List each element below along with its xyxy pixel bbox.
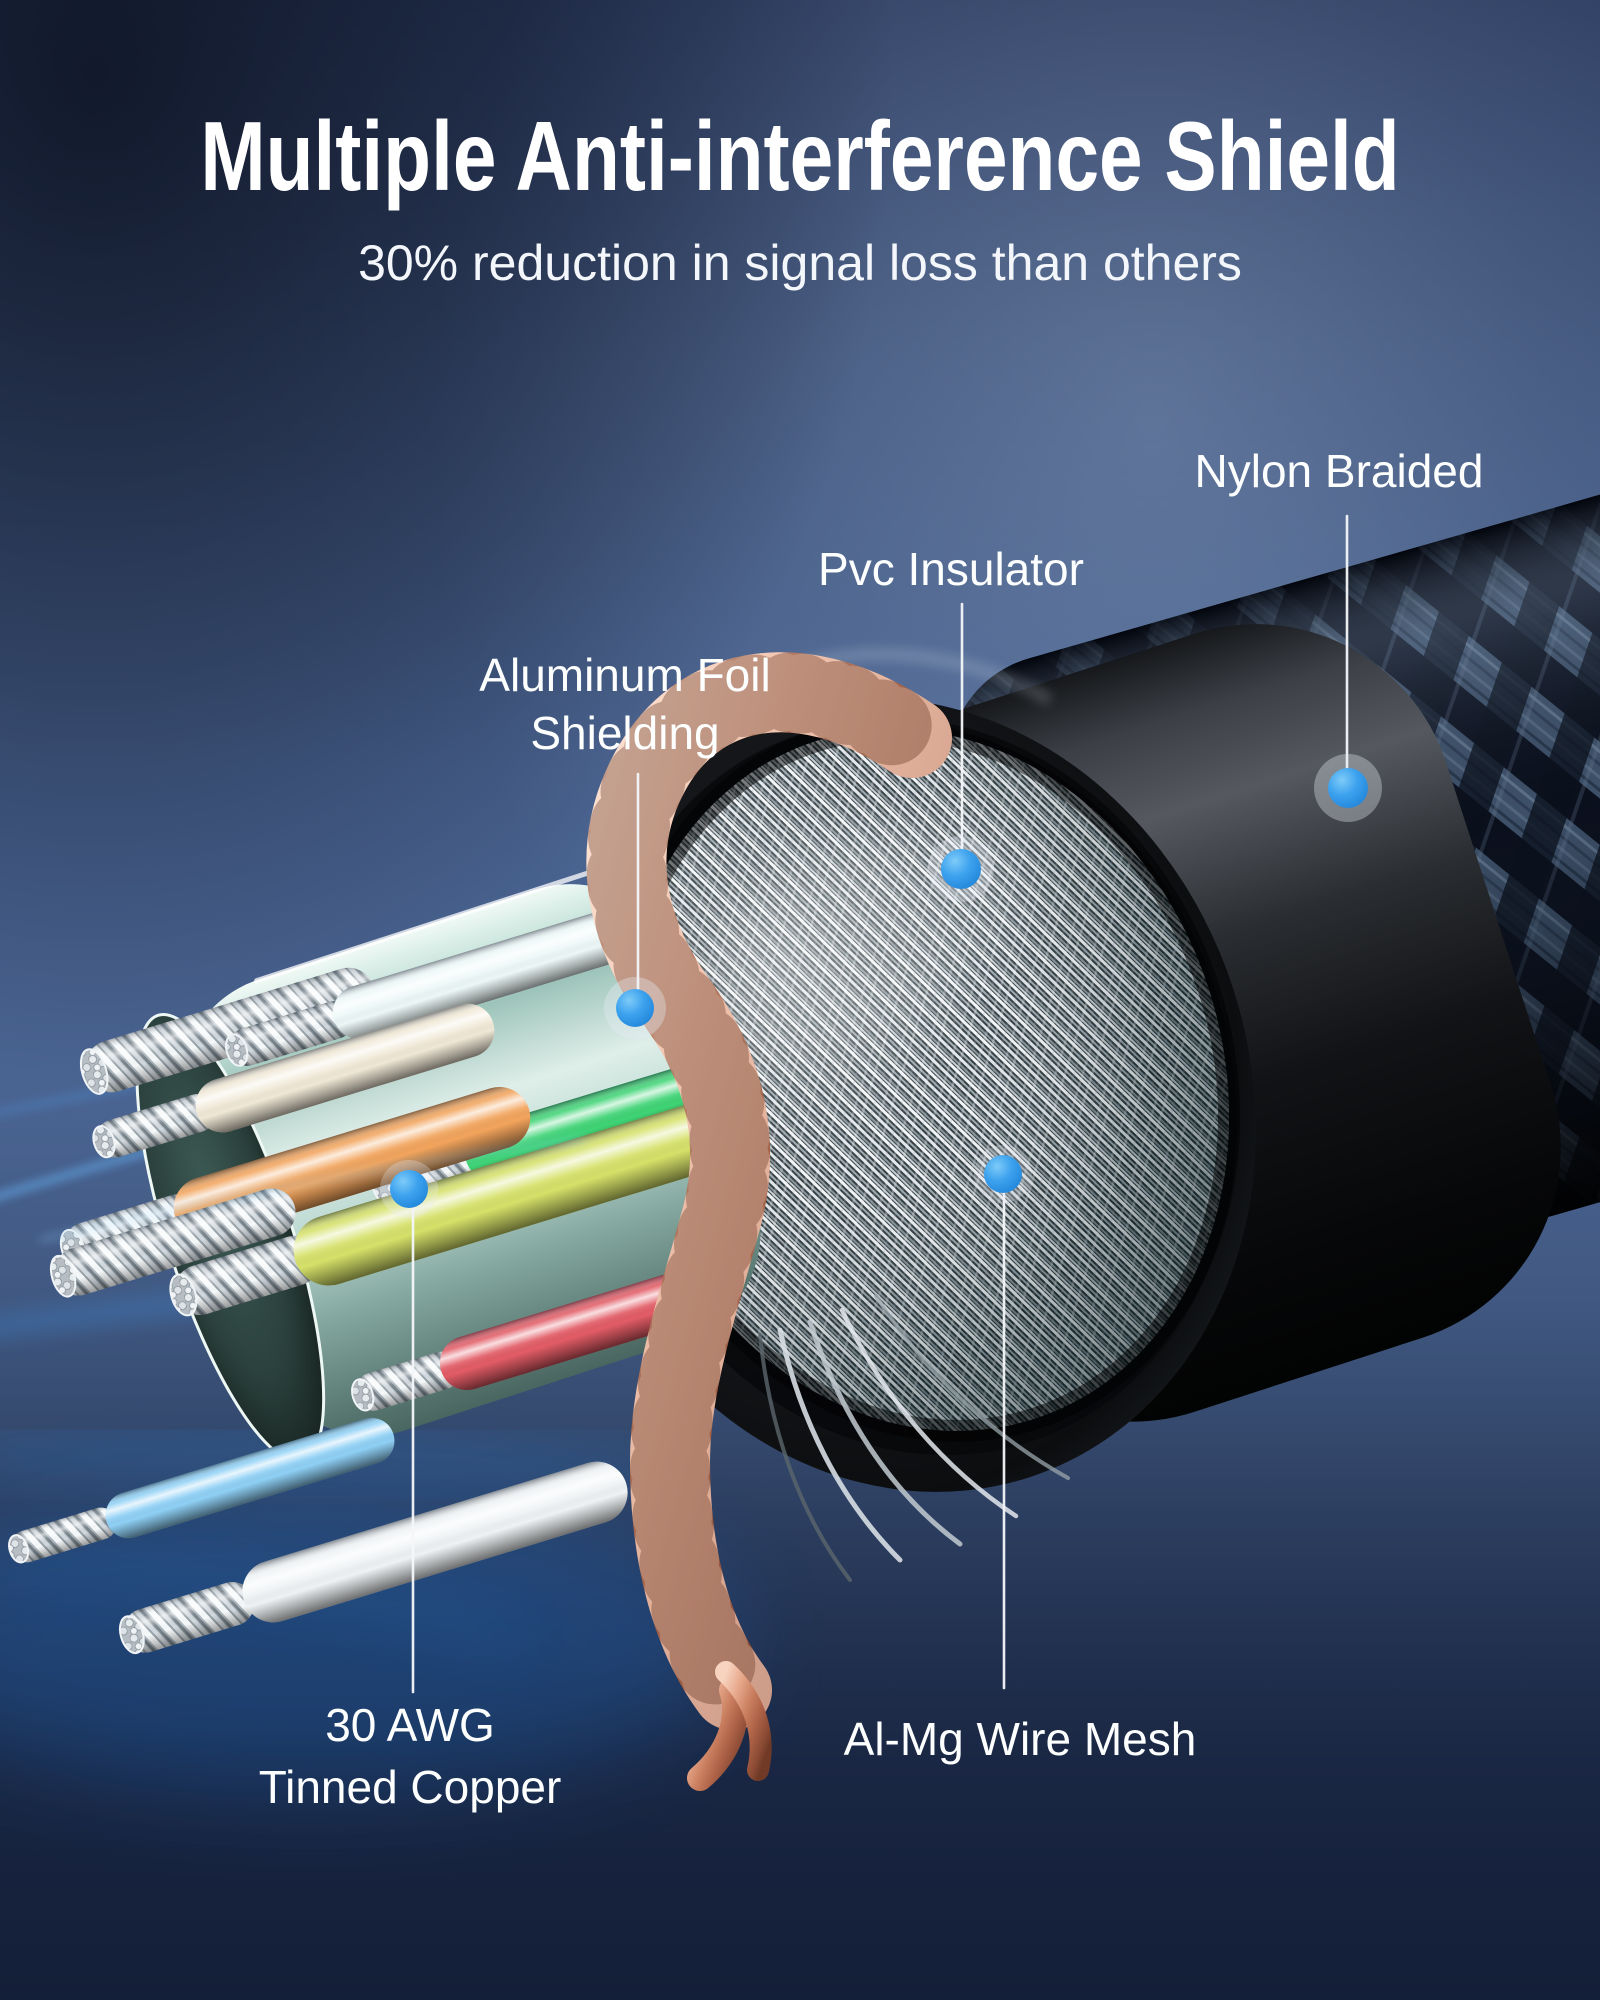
light-streak-front	[39, 1138, 586, 1242]
label-aluminum-foil-line1: Aluminum Foil	[479, 649, 771, 701]
bare-strand-bundle	[79, 967, 375, 1095]
callout-dot-nylon-braided	[1328, 768, 1368, 808]
callout-graphics	[380, 514, 1382, 1694]
inner-wire-yellow-green	[169, 1098, 747, 1317]
mesh-splayed-strands	[758, 1294, 1070, 1582]
inner-wire-white	[118, 1461, 628, 1655]
label-al-mg-wire-mesh-text: Al-Mg Wire Mesh	[843, 1713, 1197, 1765]
al-mg-wire-mesh-layer	[609, 718, 1241, 1582]
label-nylon-braided-text: Nylon Braided	[1194, 445, 1484, 497]
label-pvc-insulator-text: Pvc Insulator	[818, 543, 1084, 595]
bare-strand-bundle	[49, 1188, 296, 1298]
page-title: Multiple Anti-interference Shield	[200, 101, 1400, 211]
label-30awg-line1: 30 AWG	[325, 1699, 495, 1751]
inner-wire-red	[351, 1269, 711, 1412]
callout-dot-al-mg-mesh	[984, 1155, 1022, 1193]
page-subtitle: 30% reduction in signal loss than others	[358, 235, 1242, 291]
inner-wire-teal-white	[225, 904, 651, 1067]
inner-wires	[8, 904, 747, 1655]
label-nylon-braided: Nylon Braided	[1195, 442, 1484, 500]
callout-dot-aluminum-foil	[616, 989, 654, 1027]
callout-dot-tinned-copper	[390, 1170, 428, 1208]
copper-shield-coil	[586, 652, 952, 1791]
label-aluminum-foil-line2: Shielding	[530, 707, 720, 759]
callout-dot-pvc-insulator	[941, 849, 981, 889]
label-al-mg-wire-mesh: Al-Mg Wire Mesh	[844, 1710, 1197, 1768]
inner-wire-cream	[92, 1003, 495, 1159]
label-30awg-tinned-copper: 30 AWG Tinned Copper	[259, 1694, 562, 1818]
label-30awg-line2: Tinned Copper	[258, 1761, 562, 1813]
inner-wire-sky-blue	[8, 1417, 395, 1564]
label-pvc-insulator: Pvc Insulator	[818, 540, 1084, 598]
label-aluminum-foil-shielding: Aluminum Foil Shielding	[479, 646, 770, 762]
